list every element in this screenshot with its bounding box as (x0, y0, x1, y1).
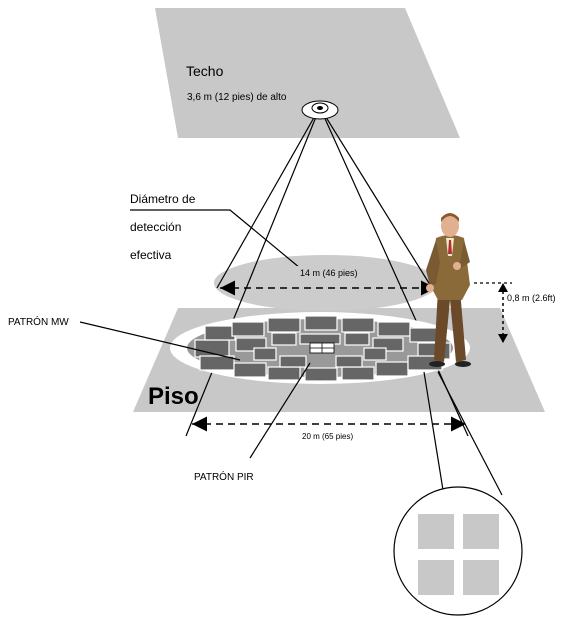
cone-line-left-outer (185, 111, 319, 437)
pir-segment-zoom-circle (393, 486, 523, 616)
person-height-label: 0,8 m (2.6ft) (507, 293, 556, 303)
zoom-leader-right (437, 371, 503, 496)
effective-diameter-leader (130, 209, 301, 269)
effective-diameter-value: 14 m (46 pies) (300, 268, 358, 278)
ceiling-label: Techo (186, 63, 224, 79)
effective-diameter-label-line3: efectiva (130, 248, 172, 262)
floor-diameter-value: 20 m (65 pies) (302, 432, 353, 441)
standing-man-figure (426, 213, 471, 367)
pir-pattern-leader (249, 362, 311, 459)
person-height-arrow-bottom (498, 334, 508, 343)
cone-line-right-inner (323, 113, 433, 289)
pir-pattern (194, 315, 451, 382)
person-height-arrow-top (498, 283, 508, 292)
mw-pattern-label: PATRÓN MW (8, 315, 69, 328)
cone-line-left-inner (216, 113, 317, 289)
effective-diameter-label-line1: Diámetro de (130, 192, 196, 206)
floor-label: Piso (148, 383, 199, 410)
ceiling-plane (155, 8, 460, 138)
zoom-leader-left (423, 371, 444, 491)
ceiling-motion-sensor-icon (301, 100, 339, 120)
effective-diameter-value-bg (292, 266, 372, 280)
pir-pattern-label: PATRÓN PIR (194, 470, 254, 483)
pir-center-element (309, 342, 335, 354)
effective-diameter-label-line2: detección (130, 220, 181, 234)
ceiling-height-label: 3,6 m (12 pies) de alto (187, 92, 287, 103)
mw-pattern-leader (79, 321, 241, 361)
effective-detection-ellipse (214, 255, 438, 311)
